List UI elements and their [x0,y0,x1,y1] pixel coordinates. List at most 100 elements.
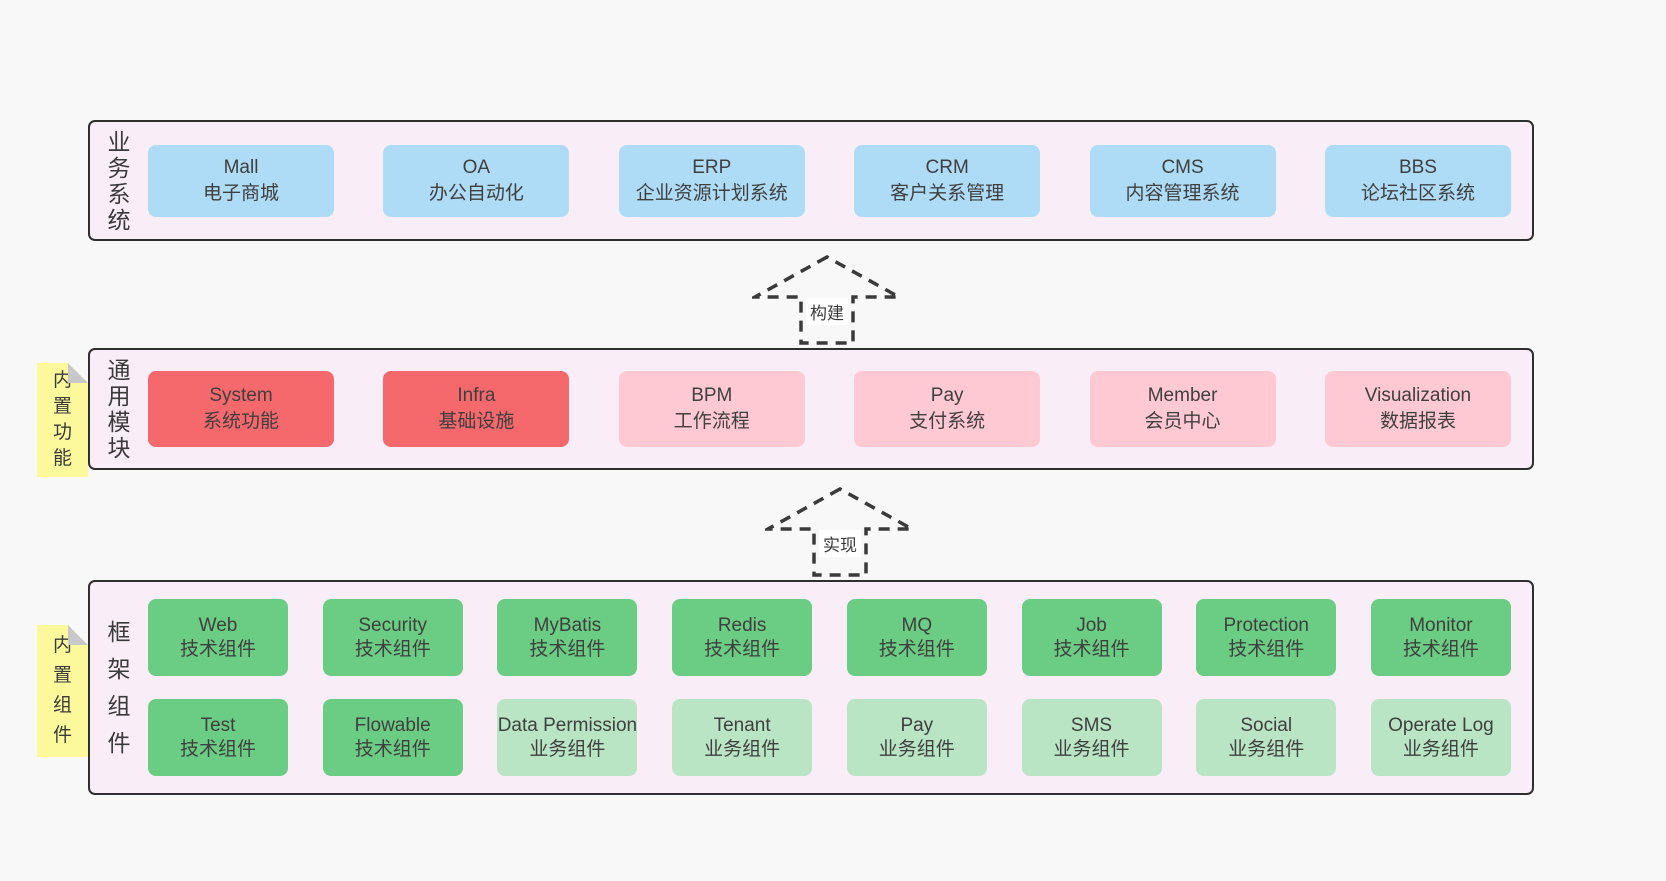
box-desc-label: 支付系统 [909,411,986,432]
box-name-label: System [209,385,273,406]
box-desc-label: 技术组件 [1228,638,1305,660]
sticky-note-label: 内置功能 [53,368,72,472]
vertical-text-char: 统 [107,206,131,233]
box-name-label: SMS [1070,714,1113,736]
box-name-label: MyBatis [533,614,602,636]
layer-label-components: 框架组件 [90,614,148,762]
box-name-label: ERP [692,156,732,178]
sticky-note-label: 内置组件 [53,631,72,751]
box-desc-label: 技术组件 [179,738,256,760]
box-desc-label: 技术组件 [1402,638,1479,660]
box-bbs: BBS 论坛社区系统 [1324,144,1511,217]
box-desc-label: 企业资源计划系统 [635,182,788,204]
box-name-label: Test [200,714,236,736]
box-cms: CMS 内容管理系统 [1089,144,1276,217]
note-fold-corner [68,363,88,383]
box-system: System 系统功能 [148,371,334,447]
box-desc-label: 论坛社区系统 [1360,182,1475,204]
box-name-label: Flowable [354,714,431,736]
box-member: Member 会员中心 [1089,371,1276,447]
box-name-label: Social [1240,714,1293,736]
box-name-label: BBS [1398,156,1437,178]
box-name-label: Data Permission [497,714,638,736]
vertical-text-char: 内 [52,370,72,391]
box-desc-label: 技术组件 [878,638,955,660]
box-name-label: Protection [1223,614,1309,636]
box-desc-label: 电子商城 [202,182,279,204]
box-desc-label: 工作流程 [673,411,750,432]
box-desc-label: 技术组件 [704,638,781,660]
box-name-label: Security [358,614,428,636]
box-name-label: OA [462,156,491,178]
up-arrow-icon [765,486,915,577]
box-desc-label: 业务组件 [1228,738,1305,760]
box-erp: ERP 企业资源计划系统 [618,144,805,217]
box-desc-label: 客户关系管理 [890,182,1005,204]
box-desc-label: 技术组件 [354,638,431,660]
box-desc-label: 技术组件 [354,738,431,760]
box-desc-label: 基础设施 [438,411,515,432]
box-name-label: Visualization [1364,385,1472,406]
vertical-text-char: 组 [107,692,131,719]
box-pay: Pay 支付系统 [854,371,1041,447]
vertical-text-char: 模 [107,409,131,435]
box-desc-label: 技术组件 [529,638,606,660]
vertical-text-char: 能 [52,448,72,469]
vertical-text-char: 置 [52,396,72,417]
box-desc-label: 内容管理系统 [1125,182,1240,204]
up-arrow-icon [752,254,902,345]
box-name-label: CMS [1161,156,1204,178]
arrow-label-build: 构建 [806,298,848,325]
box-desc-label: 业务组件 [878,738,955,760]
box-name-label: Pay [930,385,964,406]
arrow-build: 构建 [752,254,902,346]
box-desc-label: 业务组件 [529,738,606,760]
vertical-text-char: 件 [107,729,131,756]
box-name-label: MQ [901,614,933,636]
layer-label-modules: 通用模块 [90,357,148,461]
vertical-text-char: 内 [52,635,72,656]
vertical-text-char: 系 [107,180,131,207]
box-name-label: Member [1147,385,1218,406]
box-desc-label: 业务组件 [1053,738,1130,760]
box-desc-label: 会员中心 [1144,411,1221,432]
box-desc-label: 系统功能 [202,411,279,432]
box-desc-label: 业务组件 [1402,738,1479,760]
vertical-text-char: 用 [107,383,131,409]
vertical-text-char: 通 [107,357,131,383]
layer-label-business: 业务系统 [90,129,148,233]
vertical-text-char: 组 [52,695,72,716]
note-fold-corner [68,625,88,645]
vertical-text-char: 功 [52,422,72,443]
vertical-text-char: 框 [107,618,131,645]
box-desc-label: 技术组件 [179,638,256,660]
